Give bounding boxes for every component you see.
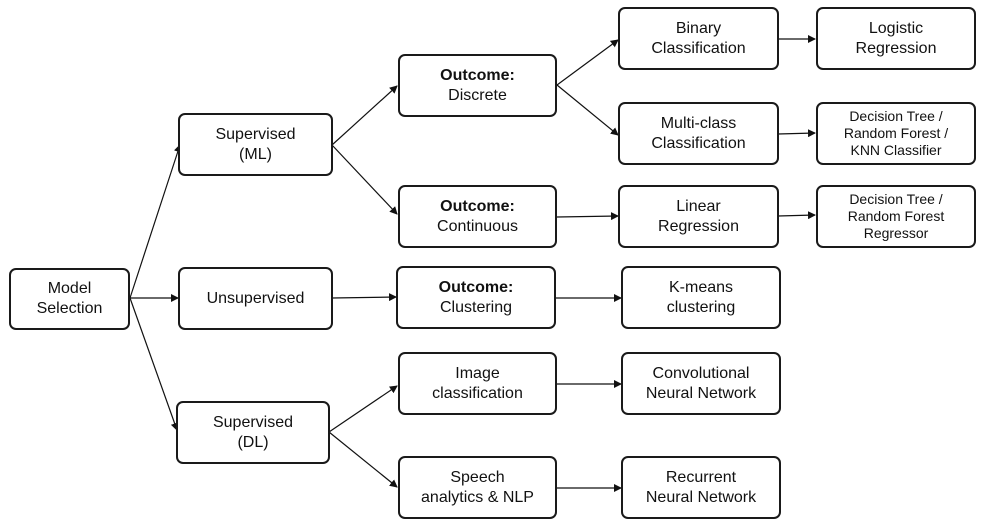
outcome-clustering-node: Outcome: Clustering — [396, 266, 556, 329]
arrow-discrete-to-multiclass — [556, 84, 619, 136]
arrow-discrete-to-binary — [556, 39, 619, 86]
rnn-node: Recurrent Neural Network — [621, 456, 781, 519]
cnn-node: Convolutional Neural Network — [621, 352, 781, 415]
outcome-discrete-node: Outcome: Discrete — [398, 54, 557, 117]
outcome-continuous-node: Outcome: Continuous — [398, 185, 557, 248]
model-selection-node: Model Selection — [9, 268, 130, 330]
dt-rf-regressor-node: Decision Tree / Random Forest Regressor — [816, 185, 976, 248]
arrow-supml-to-continuous — [331, 144, 398, 215]
unsupervised-node: Unsupervised — [178, 267, 333, 330]
binary-classification-node: Binary Classification — [618, 7, 779, 70]
logistic-regression-node: Logistic Regression — [816, 7, 976, 70]
arrow-supdl-to-image — [328, 385, 398, 433]
arrow-supdl-to-speech — [328, 431, 398, 488]
dt-rf-knn-node: Decision Tree / Random Forest / KNN Clas… — [816, 102, 976, 165]
kmeans-node: K-means clustering — [621, 266, 781, 329]
arrow-linear-to-regressor — [777, 211, 816, 220]
arrow-model-to-supervised-dl — [129, 297, 179, 431]
arrow-model-to-supervised-ml — [129, 144, 182, 299]
arrow-multiclass-to-knn — [777, 129, 816, 138]
arrow-continuous-to-linear — [556, 212, 619, 221]
multiclass-classification-node: Multi-class Classification — [618, 102, 779, 165]
speech-nlp-node: Speech analytics & NLP — [398, 456, 557, 519]
arrow-supml-to-discrete — [331, 85, 398, 146]
image-classification-node: Image classification — [398, 352, 557, 415]
supervised-ml-node: Supervised (ML) — [178, 113, 333, 176]
supervised-dl-node: Supervised (DL) — [176, 401, 330, 464]
arrow-unsup-to-clustering — [331, 293, 397, 302]
linear-regression-node: Linear Regression — [618, 185, 779, 248]
